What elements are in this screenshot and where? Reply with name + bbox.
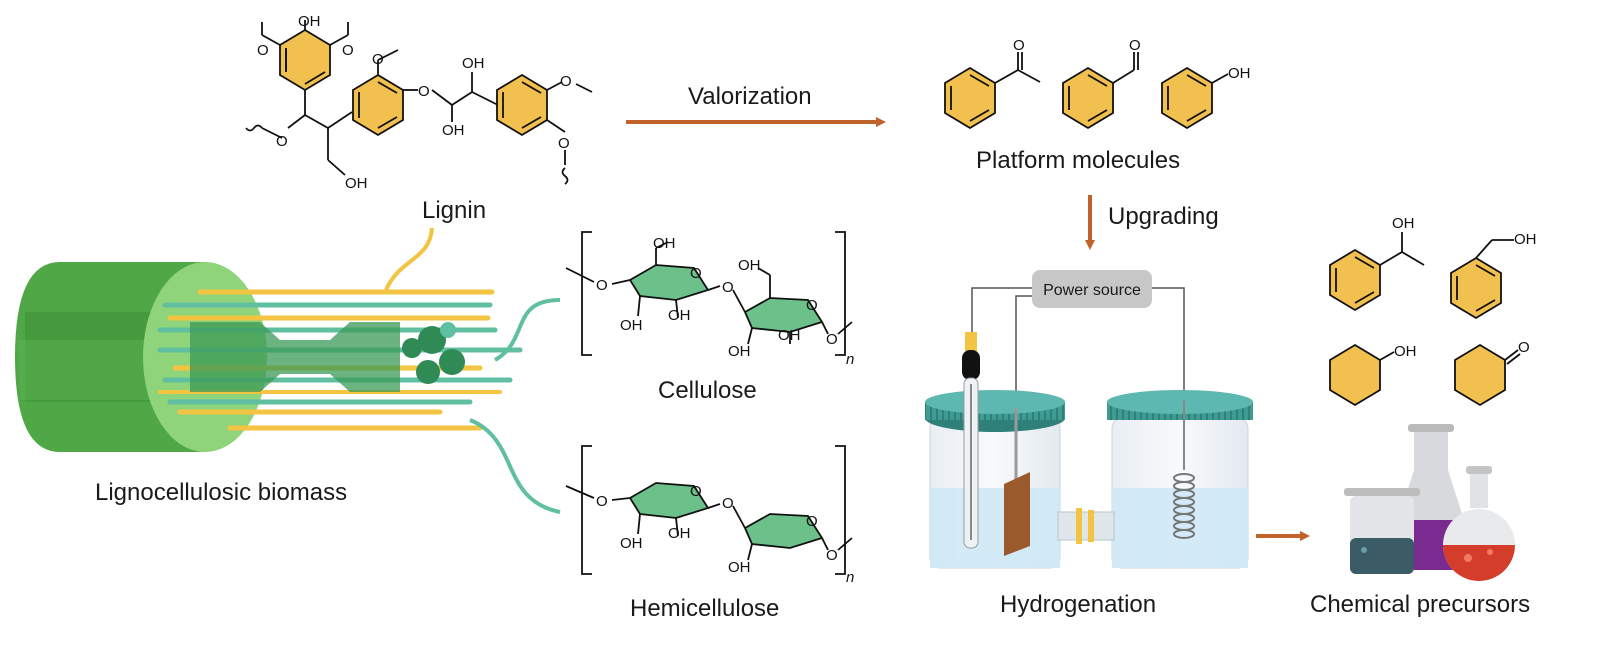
chem-o: O bbox=[558, 135, 570, 152]
chem-oh: OH bbox=[442, 122, 465, 139]
benzene-ring-icon bbox=[1450, 256, 1502, 320]
cellulose-label: Cellulose bbox=[658, 377, 757, 404]
chem-oh: OH bbox=[1514, 231, 1537, 248]
upgrading-label: Upgrading bbox=[1108, 203, 1219, 230]
chem-o: O bbox=[1518, 339, 1530, 356]
biomass-label: Lignocellulosic biomass bbox=[95, 479, 347, 506]
lignin-label: Lignin bbox=[422, 197, 486, 224]
platform-molecules-label: Platform molecules bbox=[976, 147, 1180, 174]
chem-o: O bbox=[690, 483, 702, 500]
chem-oh: OH bbox=[345, 175, 368, 192]
chem-o: O bbox=[372, 51, 384, 68]
chem-o: O bbox=[690, 265, 702, 282]
chem-oh: OH bbox=[728, 559, 751, 576]
chem-o: O bbox=[560, 73, 572, 90]
chem-o: O bbox=[722, 279, 734, 296]
chem-o: O bbox=[1013, 37, 1025, 54]
cyclohexane-ring-icon bbox=[1454, 343, 1506, 407]
chem-o: O bbox=[826, 331, 838, 348]
benzene-ring-icon bbox=[1329, 248, 1381, 312]
chem-o: O bbox=[806, 513, 818, 530]
platform-molecules bbox=[944, 52, 1229, 130]
chem-oh: OH bbox=[668, 525, 691, 542]
chem-oh: OH bbox=[298, 13, 321, 30]
precursors-label: Chemical precursors bbox=[1310, 591, 1530, 618]
beaker-icon bbox=[1344, 488, 1420, 574]
chem-o: O bbox=[826, 547, 838, 564]
chem-oh: OH bbox=[778, 327, 801, 344]
repeat-n: n bbox=[846, 569, 854, 586]
product-molecules bbox=[1329, 232, 1521, 407]
lab-glassware bbox=[1344, 424, 1515, 581]
hydrogenation-label: Hydrogenation bbox=[1000, 591, 1156, 618]
cellulose-chem-labels: O OH O OH OH O OH O OH OH O n bbox=[596, 235, 854, 368]
round-flask-icon bbox=[1443, 466, 1515, 581]
hemicellulose-chem-labels: O O OH OH O O OH O n bbox=[596, 483, 854, 586]
product-chem-labels: OH OH OH O bbox=[1392, 215, 1537, 360]
chem-oh: OH bbox=[620, 535, 643, 552]
chem-oh: OH bbox=[1394, 343, 1417, 360]
benzene-ring-icon bbox=[352, 73, 404, 137]
valorization-label: Valorization bbox=[688, 83, 812, 110]
chem-o: O bbox=[806, 297, 818, 314]
chem-o: O bbox=[257, 42, 269, 59]
chem-oh: OH bbox=[653, 235, 676, 252]
repeat-n: n bbox=[846, 351, 854, 368]
power-source-label: Power source bbox=[1043, 282, 1141, 299]
chem-oh: OH bbox=[1392, 215, 1415, 232]
chem-oh: OH bbox=[728, 343, 751, 360]
chem-oh: OH bbox=[738, 257, 761, 274]
chem-o: O bbox=[418, 83, 430, 100]
lignin-chem-labels: OH O O O OH O O OH OH O O bbox=[257, 13, 572, 192]
lignin-structure bbox=[245, 20, 593, 185]
chem-o: O bbox=[722, 495, 734, 512]
chem-oh: OH bbox=[668, 307, 691, 324]
chem-o: O bbox=[1129, 37, 1141, 54]
cellulose-structure bbox=[565, 231, 853, 356]
chem-o: O bbox=[596, 493, 608, 510]
cyclohexane-ring-icon bbox=[1329, 343, 1381, 407]
fiber-bundle-icon bbox=[15, 227, 561, 514]
chem-oh: OH bbox=[462, 55, 485, 72]
hemicellulose-structure bbox=[565, 445, 853, 575]
chem-o: O bbox=[276, 133, 288, 150]
platform-chem-labels: O O OH bbox=[1013, 37, 1251, 82]
benzene-ring-icon bbox=[496, 73, 548, 137]
electrochemical-cell-icon bbox=[925, 270, 1253, 569]
benzene-ring-icon bbox=[1161, 66, 1213, 130]
power-source-box bbox=[1032, 270, 1152, 308]
benzene-ring-icon bbox=[944, 66, 996, 130]
benzene-ring-icon bbox=[279, 28, 331, 92]
chem-o: O bbox=[342, 42, 354, 59]
benzene-ring-icon bbox=[1062, 66, 1114, 130]
chem-oh: OH bbox=[1228, 65, 1251, 82]
chem-o: O bbox=[596, 277, 608, 294]
chem-oh: OH bbox=[620, 317, 643, 334]
hemicellulose-label: Hemicellulose bbox=[630, 595, 779, 622]
